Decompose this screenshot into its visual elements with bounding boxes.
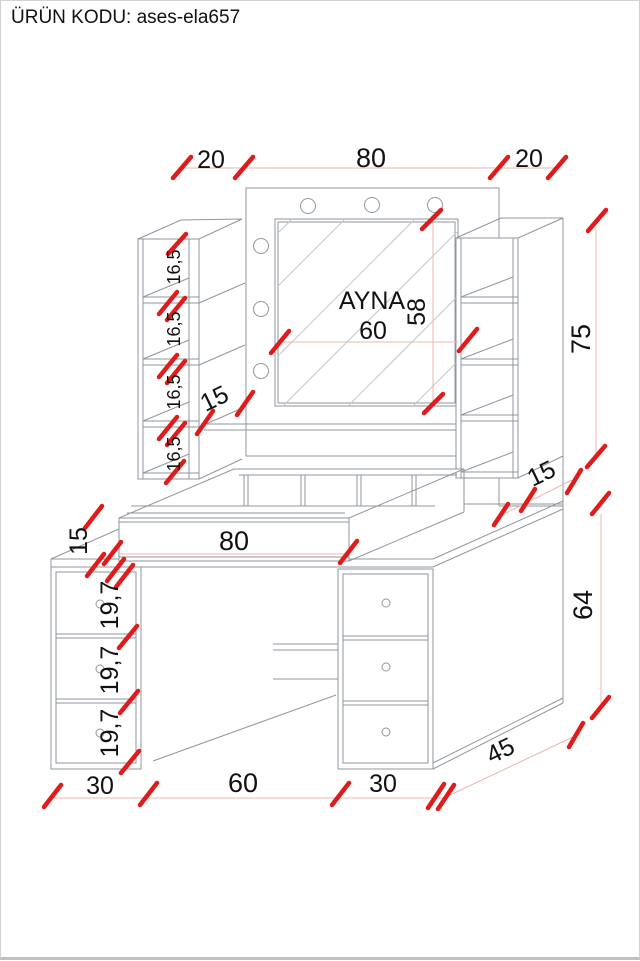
left-drawer-unit bbox=[50, 566, 142, 770]
left-shelf-unit bbox=[137, 218, 246, 480]
dimension-ticks bbox=[41, 154, 612, 812]
dim-bottom-right-width: 30 bbox=[369, 770, 397, 798]
dim-upper-total-height: 75 bbox=[566, 324, 596, 354]
dim-desk-height: 64 bbox=[568, 590, 598, 620]
dim-tray-width: 80 bbox=[219, 526, 249, 556]
dim-drawer-height-3: 19,7 bbox=[96, 709, 124, 758]
product-code-title: ÜRÜN KODU: ases-ela657 bbox=[11, 7, 241, 28]
dim-bottom-center-width: 60 bbox=[228, 768, 258, 798]
bulb-icon bbox=[300, 198, 316, 214]
mirror-label: AYNA bbox=[339, 287, 406, 315]
dim-top-center-width: 80 bbox=[356, 143, 386, 173]
drawer-knob bbox=[381, 662, 391, 672]
dimension-lines bbox=[51, 167, 602, 799]
dim-top-left-width: 20 bbox=[197, 146, 225, 174]
dim-shelf-height-4: 16,5 bbox=[164, 436, 184, 471]
mirror-bulbs bbox=[253, 197, 443, 379]
drawer-knob bbox=[95, 599, 105, 609]
dim-drawer-height-1: 19,7 bbox=[96, 581, 124, 630]
dim-bottom-left-width: 30 bbox=[86, 772, 114, 800]
drawer-knob bbox=[381, 598, 391, 608]
dim-mirror-height: 58 bbox=[403, 298, 431, 326]
drawer-knob bbox=[381, 727, 391, 737]
bulb-icon bbox=[364, 197, 380, 213]
dim-mirror-width: 60 bbox=[359, 317, 387, 345]
right-drawer-unit bbox=[337, 568, 434, 770]
dim-shelf-height-3: 16,5 bbox=[164, 374, 184, 409]
right-shelf-unit bbox=[455, 217, 564, 479]
bulb-icon bbox=[253, 238, 269, 254]
dimension-labels: 20 80 20 16,5 16,5 16,5 16,5 15 AYNA 60 … bbox=[65, 143, 598, 800]
dim-left-shelf-depth: 15 bbox=[196, 380, 233, 417]
bulb-icon bbox=[427, 197, 443, 213]
bulb-icon bbox=[253, 301, 269, 317]
bulb-icon bbox=[253, 363, 269, 379]
dim-tray-height: 15 bbox=[65, 527, 93, 555]
drawer-knob bbox=[95, 664, 105, 674]
dim-shelf-height-1: 16,5 bbox=[164, 249, 184, 284]
dim-desk-depth: 45 bbox=[482, 732, 519, 769]
dim-shelf-height-2: 16,5 bbox=[164, 311, 184, 346]
dim-drawer-height-2: 19,7 bbox=[96, 646, 124, 695]
organizer-tray bbox=[118, 468, 465, 562]
drawer-knob bbox=[95, 728, 105, 738]
dim-top-right-width: 20 bbox=[515, 145, 543, 173]
dim-upper-right-depth: 15 bbox=[523, 455, 560, 492]
